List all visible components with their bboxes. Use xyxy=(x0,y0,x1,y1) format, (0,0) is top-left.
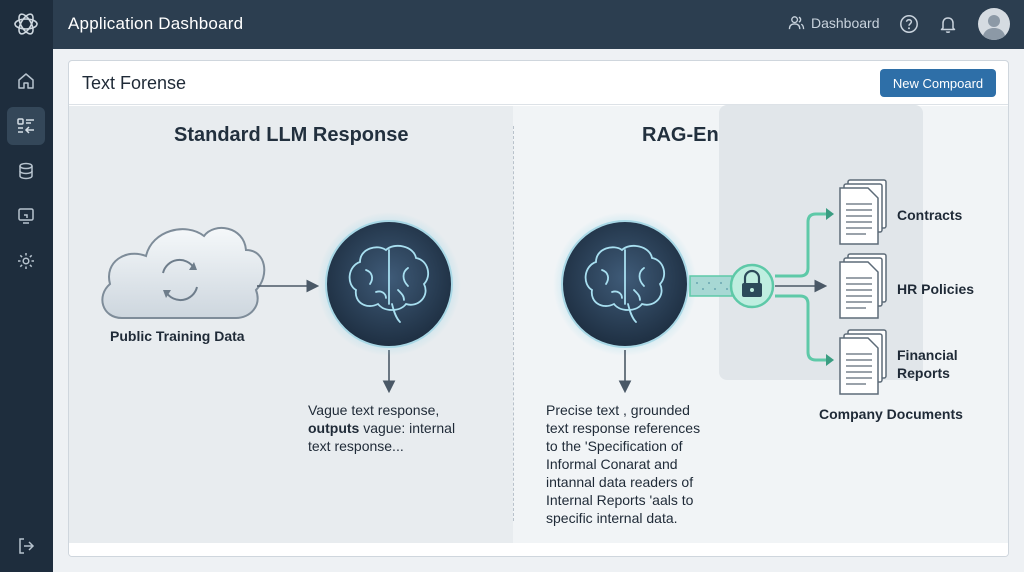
rag-response-line: to the 'Specification of xyxy=(546,438,683,454)
cloud-icon xyxy=(101,227,266,319)
sidebar-item-monitor[interactable] xyxy=(7,197,45,235)
hr-policies-document-icon xyxy=(839,253,887,319)
card-header: Text Forense New Compoard xyxy=(69,61,1008,105)
logout-icon xyxy=(19,538,35,554)
financial-label-line2: Reports xyxy=(897,365,950,381)
help-button[interactable] xyxy=(898,13,920,35)
public-training-data-label: Public Training Data xyxy=(110,328,245,344)
users-icon xyxy=(788,16,805,30)
bell-icon xyxy=(940,17,956,33)
panel-divider xyxy=(513,126,514,521)
user-avatar[interactable] xyxy=(978,8,1010,40)
standard-response-line2: outputs vague: internal xyxy=(308,419,455,437)
secure-data-pipe xyxy=(689,275,733,297)
company-documents-label: Company Documents xyxy=(819,406,963,422)
sidebar-item-home[interactable] xyxy=(7,62,45,100)
database-icon xyxy=(19,162,33,180)
financial-reports-document-icon xyxy=(839,329,887,395)
new-compoard-button[interactable]: New Compoard xyxy=(880,69,996,97)
standard-response-line2-rest: vague: internal xyxy=(359,420,456,436)
card-footer xyxy=(69,543,1008,556)
contracts-label: Contracts xyxy=(897,207,963,223)
rag-response-line: Internal Reports 'aals to xyxy=(546,492,694,508)
rag-response-line: intannal data readers of xyxy=(546,474,694,490)
company-documents-box xyxy=(719,105,923,380)
arrow-to-contracts xyxy=(826,208,834,220)
hr-policies-label: HR Policies xyxy=(897,281,975,297)
contracts-document-icon xyxy=(839,179,887,245)
standard-response-line1: Vague text response, xyxy=(308,402,440,418)
standard-llm-title: Standard LLM Response xyxy=(174,124,409,146)
secure-connectors xyxy=(775,212,828,362)
standard-response-line3: text response... xyxy=(308,438,404,454)
brain-icon-standard xyxy=(317,212,461,356)
arrow-to-financial xyxy=(826,354,834,366)
gear-icon xyxy=(18,253,34,269)
dashboard-link[interactable]: Dashboard xyxy=(788,14,880,31)
rag-response-line: Precise text , grounded xyxy=(546,402,690,418)
user-icon xyxy=(982,15,1006,40)
sidebar-item-logout[interactable] xyxy=(7,527,45,565)
lock-icon xyxy=(729,263,775,309)
card-title: Text Forense xyxy=(82,73,187,93)
sidebar-item-list[interactable] xyxy=(7,107,45,145)
sidebar-item-settings[interactable] xyxy=(7,242,45,280)
sidebar-item-database[interactable] xyxy=(7,152,45,190)
standard-response-text: Vague text response, outputs vague: inte… xyxy=(308,401,455,455)
rag-response-line: Informal Conarat and xyxy=(546,456,678,472)
rag-response-line: text response references xyxy=(546,420,701,436)
app-logo-icon[interactable] xyxy=(12,10,40,38)
dashboard-link-label: Dashboard xyxy=(811,14,880,31)
notifications-button[interactable] xyxy=(937,13,959,35)
help-icon xyxy=(900,15,918,33)
app-title: Application Dashboard xyxy=(68,14,244,33)
standard-response-bold: outputs xyxy=(308,420,360,436)
monitor-icon xyxy=(18,208,34,224)
rag-response-line: specific internal data. xyxy=(546,510,678,526)
home-icon xyxy=(18,73,34,89)
top-header: Application Dashboard Dashboard xyxy=(53,0,1024,49)
list-icon xyxy=(17,118,34,134)
rag-response-text: Precise text , grounded text response re… xyxy=(546,401,700,527)
financial-label-line1: Financial xyxy=(897,347,958,363)
brain-icon-rag xyxy=(553,212,697,356)
sidebar xyxy=(0,0,53,572)
financial-reports-label: Financial Reports xyxy=(897,347,958,381)
